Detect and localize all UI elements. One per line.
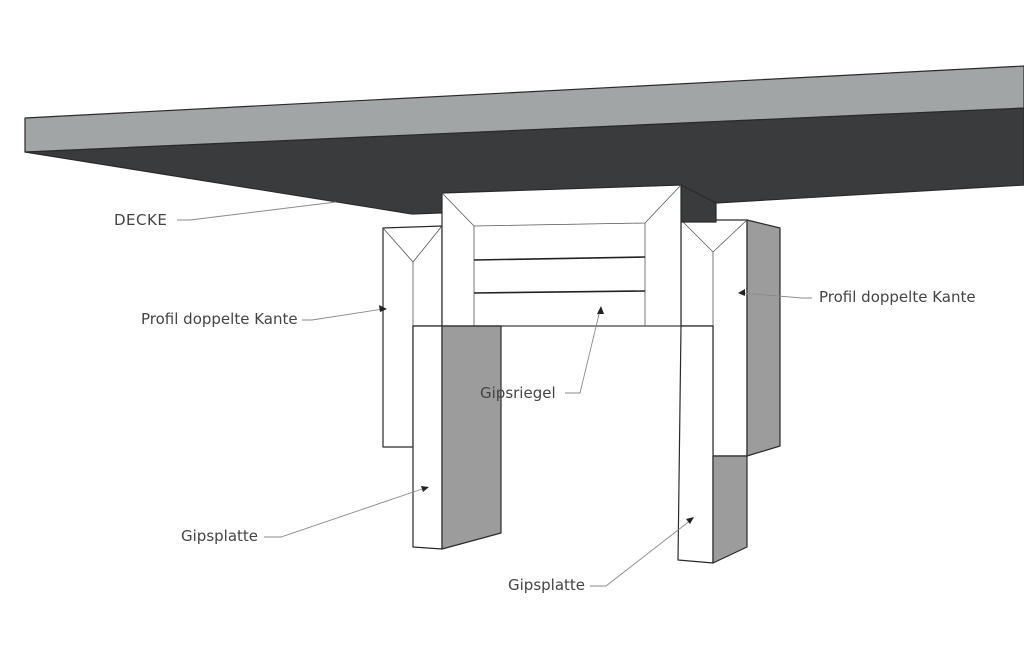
gypsum-board-right-face <box>677 325 714 564</box>
leader-ceiling <box>177 201 337 221</box>
gypsum-board-right-side <box>712 455 748 564</box>
leader-board-right <box>590 519 692 587</box>
leader-board-left <box>264 487 426 538</box>
gypsum-board-right <box>677 325 748 564</box>
leader-bar <box>565 309 601 394</box>
label-profile-right: Profil doppelte Kante <box>819 288 976 306</box>
profile-right-side <box>746 219 781 457</box>
gypsum-board-left-face <box>412 325 443 550</box>
label-gypsum-board-right: Gipsplatte <box>508 576 585 594</box>
ceiling-slab <box>24 65 1024 215</box>
gypsum-board-left-side <box>441 325 502 550</box>
gypsum-board-left <box>412 325 502 550</box>
leader-profile-right <box>740 292 812 299</box>
label-profile-left: Profil doppelte Kante <box>141 310 298 328</box>
ceiling-slab-front-edge <box>24 65 1024 153</box>
gypsum-bar <box>413 184 717 327</box>
leader-lines <box>177 201 812 587</box>
label-gypsum-board-left: Gipsplatte <box>181 527 258 545</box>
label-gypsum-bar: Gipsriegel <box>480 384 556 402</box>
leader-profile-left <box>302 308 384 321</box>
label-ceiling: DECKE <box>114 211 168 229</box>
